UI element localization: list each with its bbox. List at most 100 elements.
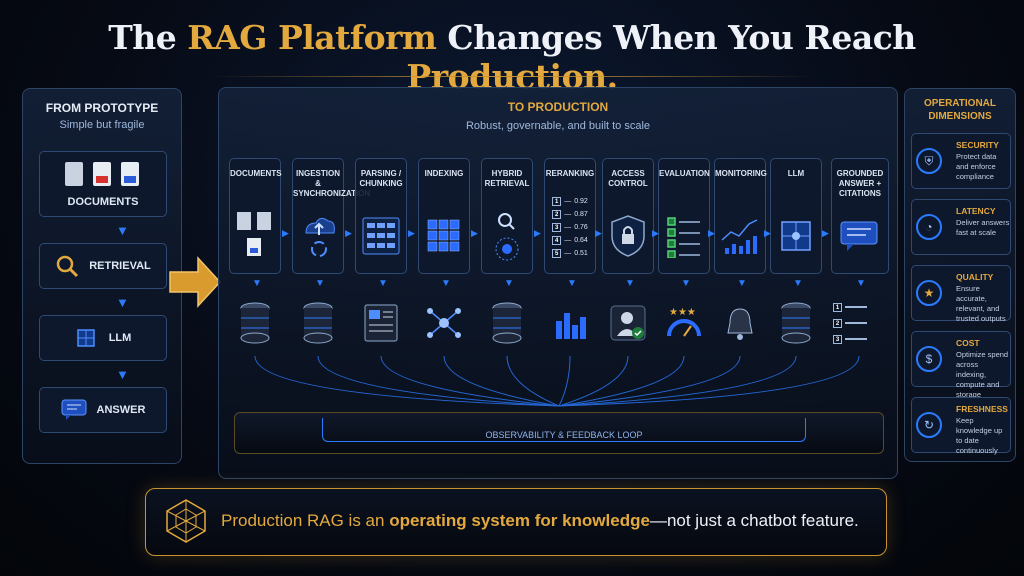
document-layout-icon xyxy=(357,295,405,351)
rerank-row: 2—0.87 xyxy=(552,209,588,219)
arrow-down-icon: ▼ xyxy=(856,278,866,289)
dimension-cost: $ COST Optimize spend across indexing, c… xyxy=(911,331,1011,399)
svg-text:★★★: ★★★ xyxy=(669,307,696,318)
gauge-icon: ◔ xyxy=(916,214,942,240)
citation-item: 3 xyxy=(833,334,867,344)
prototype-panel: FROM PROTOTYPE Simple but fragile DOCUME… xyxy=(22,88,182,464)
dimension-latency: ◔ LATENCY Deliver answers fast at scale xyxy=(911,199,1011,255)
stage-access-control: ACCESS CONTROL xyxy=(602,158,654,274)
chat-bubble-icon xyxy=(61,399,87,420)
arrow-right-icon: ▶ xyxy=(708,228,715,238)
stage-grounded-answer: GROUNDED ANSWER + CITATIONS xyxy=(831,158,889,274)
star-icon: ★ xyxy=(916,280,942,306)
cubes-icon xyxy=(427,219,460,252)
database-icon xyxy=(483,295,531,351)
trend-chart-icon xyxy=(721,219,758,254)
prototype-heading: FROM PROTOTYPE xyxy=(45,101,159,115)
summary-text: Production RAG is an operating system fo… xyxy=(221,511,859,530)
prototype-answer-card: ANSWER xyxy=(39,387,167,433)
documents-icon xyxy=(65,162,139,186)
documents-icon xyxy=(237,212,271,256)
arrow-right-icon: ▶ xyxy=(595,228,602,238)
magnifier-icon xyxy=(56,255,79,278)
feedback-loop-line xyxy=(322,418,806,442)
prototype-llm-card: LLM xyxy=(39,315,167,361)
chat-bubble-icon xyxy=(840,221,878,251)
rerank-row: 3—0.76 xyxy=(552,222,588,232)
arrow-down-icon: ▼ xyxy=(441,278,451,289)
rerank-row: 4—0.64 xyxy=(552,235,588,245)
arrow-down-icon: ▼ xyxy=(116,223,129,238)
rating-gauge-icon: ★★★ xyxy=(660,295,708,351)
bell-icon xyxy=(716,295,764,351)
arrow-right-icon: ▶ xyxy=(764,228,771,238)
shield-icon: ⛨ xyxy=(916,148,942,174)
cloud-sync-icon xyxy=(305,217,335,257)
feedback-loop-label: OBSERVABILITY & FEEDBACK LOOP xyxy=(485,430,643,440)
arrow-right-icon: ▶ xyxy=(534,228,541,238)
grid-blocks-icon xyxy=(362,217,400,255)
arrow-down-icon: ▼ xyxy=(567,278,577,289)
arrow-down-icon: ▼ xyxy=(681,278,691,289)
stage-evaluation: EVALUATION xyxy=(658,158,710,274)
cube-icon xyxy=(76,329,95,347)
arrow-right-icon: ▶ xyxy=(345,228,352,238)
database-icon xyxy=(294,295,342,351)
stage-reranking: RERANKING 1—0.92 2—0.87 3—0.76 4—0.64 5—… xyxy=(544,158,596,274)
dimension-quality: ★ QUALITY Ensure accurate, relevant, and… xyxy=(911,265,1011,323)
checklist-icon xyxy=(667,217,700,258)
citation-list: 1 2 3 xyxy=(833,295,881,351)
production-subheading: Robust, governable, and built to scale xyxy=(465,120,651,132)
arrow-right-icon: ▶ xyxy=(822,228,829,238)
prototype-retrieval-card: RETRIEVAL xyxy=(39,243,167,289)
dollar-icon: $ xyxy=(916,346,942,372)
stage-documents: DOCUMENTS xyxy=(229,158,282,274)
chip-icon xyxy=(781,221,811,251)
stage-hybrid-retrieval: HYBRID RETRIEVAL xyxy=(481,158,533,274)
prototype-step-answer: ANSWER xyxy=(96,404,146,416)
arrow-down-icon: ▼ xyxy=(378,278,388,289)
arrow-down-icon: ▼ xyxy=(793,278,803,289)
arrow-down-icon: ▼ xyxy=(315,278,325,289)
prototype-subheading: Simple but fragile xyxy=(59,119,145,131)
arrow-right-icon: ▶ xyxy=(282,228,289,238)
arrow-down-icon: ▼ xyxy=(625,278,635,289)
prototype-step-documents: DOCUMENTS xyxy=(67,196,139,208)
dimensions-panel: OPERATIONAL DIMENSIONS ⛨ SECURITY Protec… xyxy=(904,88,1016,462)
production-heading: TO PRODUCTION xyxy=(507,100,609,114)
arrow-down-icon: ▼ xyxy=(116,367,129,382)
transition-arrow-icon xyxy=(169,256,222,308)
arrow-down-icon: ▼ xyxy=(737,278,747,289)
search-network-icon xyxy=(495,213,519,261)
title-divider xyxy=(210,76,814,77)
rerank-row: 1—0.92 xyxy=(552,196,588,206)
feedback-network xyxy=(254,356,860,407)
rerank-score-list: 1—0.92 2—0.87 3—0.76 4—0.64 5—0.51 xyxy=(545,187,595,267)
bar-chart-icon xyxy=(546,295,594,351)
arrow-right-icon: ▶ xyxy=(408,228,415,238)
graph-nodes-icon xyxy=(420,295,468,351)
database-icon xyxy=(231,295,279,351)
prototype-step-retrieval: RETRIEVAL xyxy=(89,260,151,272)
stage-monitoring: MONITORING xyxy=(714,158,767,274)
citation-item: 2 xyxy=(833,318,867,328)
stage-parsing: PARSING / CHUNKING xyxy=(355,158,407,274)
dimension-freshness: ↻ FRESHNESS Keep knowledge up to date co… xyxy=(911,397,1011,455)
arrow-down-icon: ▼ xyxy=(252,278,262,289)
database-icon xyxy=(772,295,820,351)
dimensions-heading: OPERATIONAL DIMENSIONS xyxy=(923,98,997,122)
feedback-platform xyxy=(234,412,884,454)
page-title: The RAG Platform Changes When You Reach … xyxy=(108,18,916,96)
stage-indexing: INDEXING xyxy=(418,158,470,274)
prototype-documents-card: DOCUMENTS xyxy=(39,151,167,217)
summary-banner: Production RAG is an operating system fo… xyxy=(145,488,887,556)
user-check-icon xyxy=(604,295,652,351)
dimension-security: ⛨ SECURITY Protect data and enforce comp… xyxy=(911,133,1011,189)
stage-llm: LLM xyxy=(770,158,822,274)
shield-lock-icon xyxy=(611,215,645,257)
arrow-down-icon: ▼ xyxy=(504,278,514,289)
arrow-right-icon: ▶ xyxy=(652,228,659,238)
network-gem-icon xyxy=(166,499,206,543)
arrow-down-icon: ▼ xyxy=(116,295,129,310)
refresh-icon: ↻ xyxy=(916,412,942,438)
